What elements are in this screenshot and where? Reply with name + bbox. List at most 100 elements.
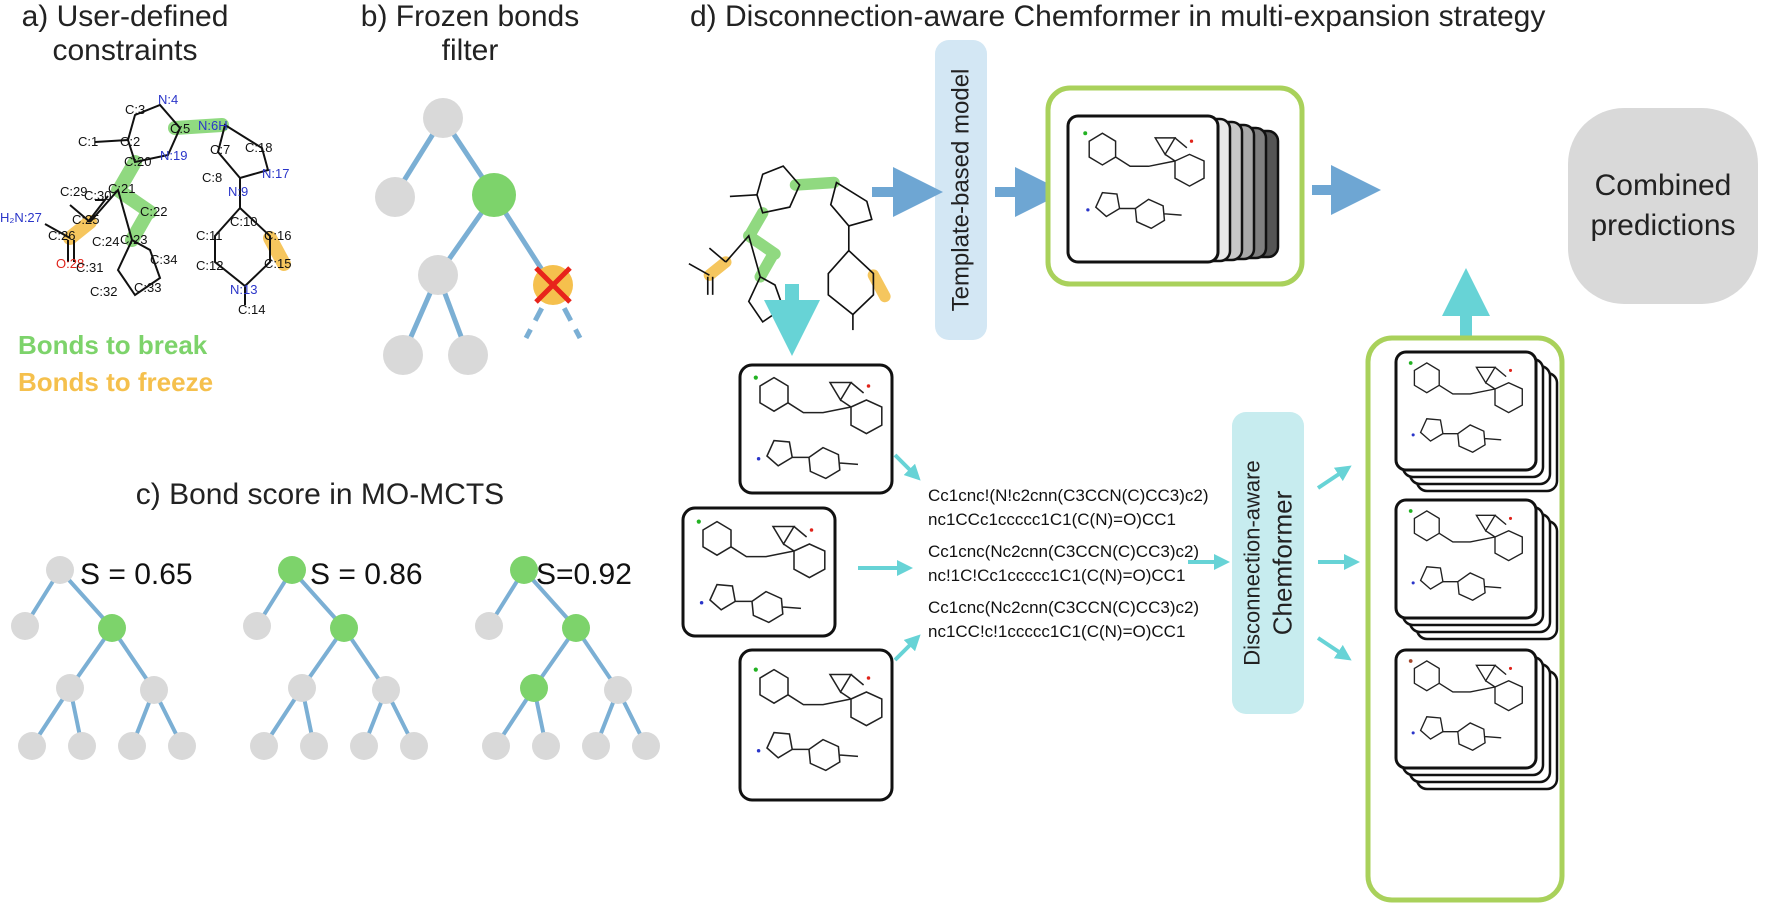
panel-c-trees bbox=[11, 556, 660, 760]
atom-c2: C:2 bbox=[120, 134, 140, 149]
atom-n13: N:13 bbox=[230, 282, 257, 297]
atom-c25: C:25 bbox=[72, 212, 99, 227]
tree-node-0 bbox=[510, 556, 538, 584]
atom-c15: C:15 bbox=[264, 256, 291, 271]
tree-node-2 bbox=[330, 614, 358, 642]
prompt-box-1 bbox=[738, 363, 894, 495]
amine-dot bbox=[756, 749, 761, 753]
amine-dot bbox=[756, 457, 761, 461]
molecule-sketch bbox=[1408, 509, 1523, 602]
panel-a-title: a) User-defined constraints bbox=[0, 0, 250, 68]
atom-c34: C:34 bbox=[150, 252, 177, 267]
linker-bonds bbox=[1115, 137, 1188, 168]
side-card-front-1 bbox=[1394, 498, 1538, 620]
chemformer-output-stacks bbox=[1394, 350, 1559, 791]
smiles-1-line2: nc1CCc1ccccc1C1(C(N)=O)CC1 bbox=[928, 510, 1176, 529]
amine-dot bbox=[1411, 581, 1415, 585]
smiles-2-line2: nc!1C!Cc1ccccc1C1(C(N)=O)CC1 bbox=[928, 566, 1186, 585]
tree-node-4 bbox=[140, 676, 168, 704]
chemformer-output-group bbox=[1365, 335, 1565, 903]
prompt-box-3 bbox=[738, 648, 894, 802]
tree-b-leaf2 bbox=[448, 335, 488, 375]
tree-node-1 bbox=[243, 612, 271, 640]
tree-node-7 bbox=[582, 732, 610, 760]
tree-node-7 bbox=[118, 732, 146, 760]
panel-d-molecule bbox=[688, 165, 891, 331]
cyclopropane-ring bbox=[828, 381, 853, 402]
molecule-sketch bbox=[1408, 659, 1523, 752]
score-tree-3 bbox=[475, 556, 660, 760]
tree-node-1 bbox=[11, 612, 39, 640]
prompt-molecule-3 bbox=[753, 667, 883, 772]
smiles-1-line1: Cc1cnc!(N!c2cnn(C3CCN(C)CC3)c2) bbox=[928, 486, 1209, 505]
pyrimidine-ring bbox=[1413, 510, 1440, 542]
legend-freeze: Bonds to freeze bbox=[18, 367, 214, 397]
oxygen-dot bbox=[1508, 516, 1513, 520]
atom-c29: C:29 bbox=[60, 184, 87, 199]
panel-a-title-line1: a) User-defined bbox=[21, 0, 229, 33]
tree-node-3 bbox=[288, 674, 316, 702]
oxygen-dot bbox=[866, 676, 871, 680]
atom-o28: O:28 bbox=[56, 256, 84, 271]
tree-node-8 bbox=[632, 732, 660, 760]
benzene-ring bbox=[1494, 382, 1523, 414]
tree-node-2 bbox=[98, 614, 126, 642]
oxygen-dot bbox=[1508, 368, 1513, 372]
panel-b-title: b) Frozen bonds filter bbox=[355, 0, 585, 68]
halogen-dot bbox=[1083, 131, 1088, 136]
pyrazole-ring bbox=[1419, 716, 1444, 740]
atom-c20: C:20 bbox=[124, 154, 151, 169]
molecule-sketch bbox=[1083, 131, 1205, 230]
atom-n4: N:4 bbox=[158, 92, 178, 107]
prompt-box-2 bbox=[681, 506, 837, 638]
oxygen-dot bbox=[866, 384, 871, 388]
tree-node-2 bbox=[562, 614, 590, 642]
tree-node-0 bbox=[46, 556, 74, 584]
smiles-2-line1: Cc1cnc(Nc2cnn(C3CCN(C)CC3)c2) bbox=[928, 542, 1200, 561]
side-card-front-0 bbox=[1394, 350, 1538, 472]
score-1: S = 0.65 bbox=[80, 558, 193, 591]
prompt-molecule-2 bbox=[696, 519, 826, 624]
atom-c31: C:31 bbox=[76, 260, 103, 275]
halogen-dot bbox=[1408, 659, 1413, 663]
atom-n17: N:17 bbox=[262, 166, 289, 181]
smiles-3: Cc1cnc(Nc2cnn(C3CCN(C)CC3)c2) nc1CC!c!1c… bbox=[928, 596, 1199, 644]
tree-node-5 bbox=[250, 732, 278, 760]
atom-c30: C:30 bbox=[84, 188, 111, 203]
panel-b-tree bbox=[375, 98, 583, 375]
tree-b-left bbox=[375, 177, 415, 217]
tree-node-4 bbox=[372, 676, 400, 704]
tree-node-7 bbox=[350, 732, 378, 760]
piperidine-ring bbox=[735, 590, 802, 624]
oxygen-dot bbox=[1189, 139, 1194, 143]
panel-a-molecule: C:3 N:4 C:5 N:6H C:1 C:2 C:7 C:18 C:20 N… bbox=[0, 92, 291, 317]
linker-bonds bbox=[1438, 664, 1507, 693]
panel-b-title-line1: b) Frozen bonds bbox=[360, 0, 580, 33]
benzene-ring bbox=[850, 399, 883, 435]
prompt-molecule-1 bbox=[753, 375, 883, 480]
atom-c12: C:12 bbox=[196, 258, 223, 273]
oxygen-dot bbox=[1508, 666, 1513, 670]
molecule-sketch bbox=[1408, 361, 1523, 454]
tree-node-5 bbox=[482, 732, 510, 760]
atom-c33: C:33 bbox=[134, 280, 161, 295]
halogen-dot bbox=[696, 519, 701, 524]
piperidine-ring bbox=[792, 738, 859, 772]
piperidine-ring bbox=[1442, 572, 1502, 602]
tree-node-6 bbox=[300, 732, 328, 760]
tree-node-3 bbox=[56, 674, 84, 702]
atom-n6h: N:6H bbox=[198, 118, 228, 133]
score-tree-1 bbox=[11, 556, 196, 760]
tree-b-mid bbox=[418, 255, 458, 295]
atom-n9: N:9 bbox=[228, 184, 248, 199]
pyrazole-ring bbox=[1419, 418, 1444, 442]
linker-bonds bbox=[1438, 366, 1507, 395]
panel-b-title-line2: filter bbox=[441, 34, 499, 67]
arrow-chemformer-out1 bbox=[1316, 465, 1352, 490]
tree-node-6 bbox=[532, 732, 560, 760]
cyclopropane-ring bbox=[1475, 514, 1497, 533]
score-3: S=0.92 bbox=[536, 558, 632, 591]
linker-bonds bbox=[787, 673, 865, 706]
tree-node-6 bbox=[68, 732, 96, 760]
